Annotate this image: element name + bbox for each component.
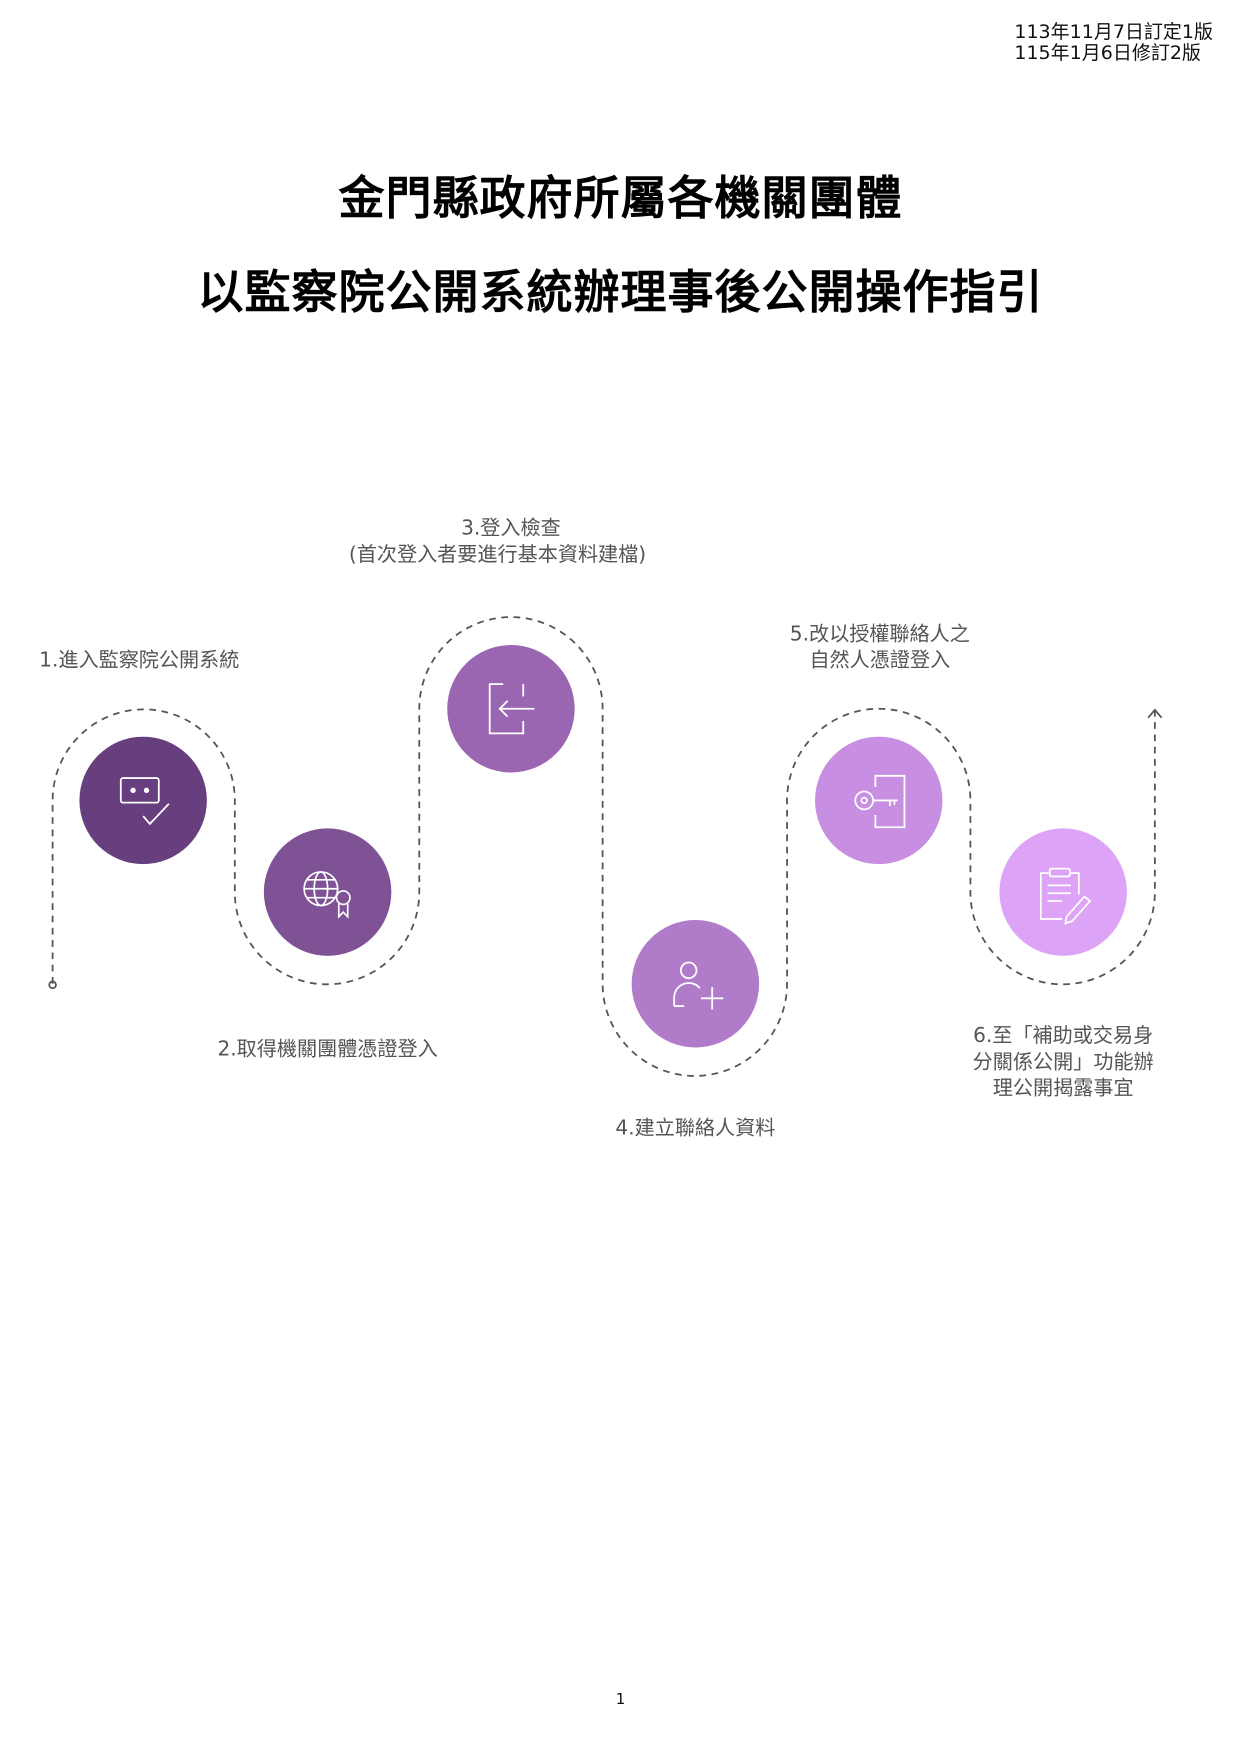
step-2: 2.取得機關團體憑證登入 [217,828,438,1060]
step-6: 6.至「補助或交易身 分關係公開」功能辦 理公開揭露事宜 [973,828,1154,1099]
step-5-label-line-1: 5.改以授權聯絡人之 [790,622,970,646]
step-6-label-line-2: 分關係公開」功能辦 [973,1050,1154,1074]
step-3-label-line-2: (首次登入者要進行基本資料建檔) [349,542,646,566]
globe-certificate-icon [303,871,351,919]
add-user-icon [673,961,724,1010]
step-3: 3.登入檢查 (首次登入者要進行基本資料建檔) [349,515,646,773]
page-number: 1 [615,1690,626,1708]
step-6-label-line-3: 理公開揭露事宜 [993,1075,1134,1099]
step-1: 1.進入監察院公開系統 [39,647,239,865]
step-3-label-line-1: 3.登入檢查 [461,515,561,539]
revision-note: 113年11月7日訂定1版 115年1月6日修訂2版 [1014,22,1213,64]
page-title-line-2: 以監察院公開系統辦理事後公開操作指引 [197,265,1044,319]
dashed-flow-path [51,616,1156,1077]
step-5: 5.改以授權聯絡人之 自然人憑證登入 [790,622,970,865]
end-arrow-icon [1147,708,1163,719]
start-dot [48,980,57,990]
step-1-circle [79,736,207,865]
screen-check-icon [119,777,170,826]
step-4: 4.建立聯絡人資料 [615,920,775,1140]
step-5-label-line-2: 自然人憑證登入 [809,647,950,671]
step-6-label-line-1: 6.至「補助或交易身 [973,1023,1153,1047]
revision-line-1: 113年11月7日訂定1版 [1014,21,1213,43]
step-6-circle [999,828,1127,956]
page-title-line-1: 金門縣政府所屬各機關團體 [338,171,903,225]
revision-line-2: 115年1月6日修訂2版 [1014,42,1201,64]
step-2-label: 2.取得機關團體憑證登入 [217,1036,437,1060]
clipboard-edit-icon [1039,867,1092,925]
step-4-label: 4.建立聯絡人資料 [615,1116,775,1140]
step-1-label: 1.進入監察院公開系統 [39,647,239,671]
login-icon [488,683,535,735]
key-door-icon [854,774,906,829]
